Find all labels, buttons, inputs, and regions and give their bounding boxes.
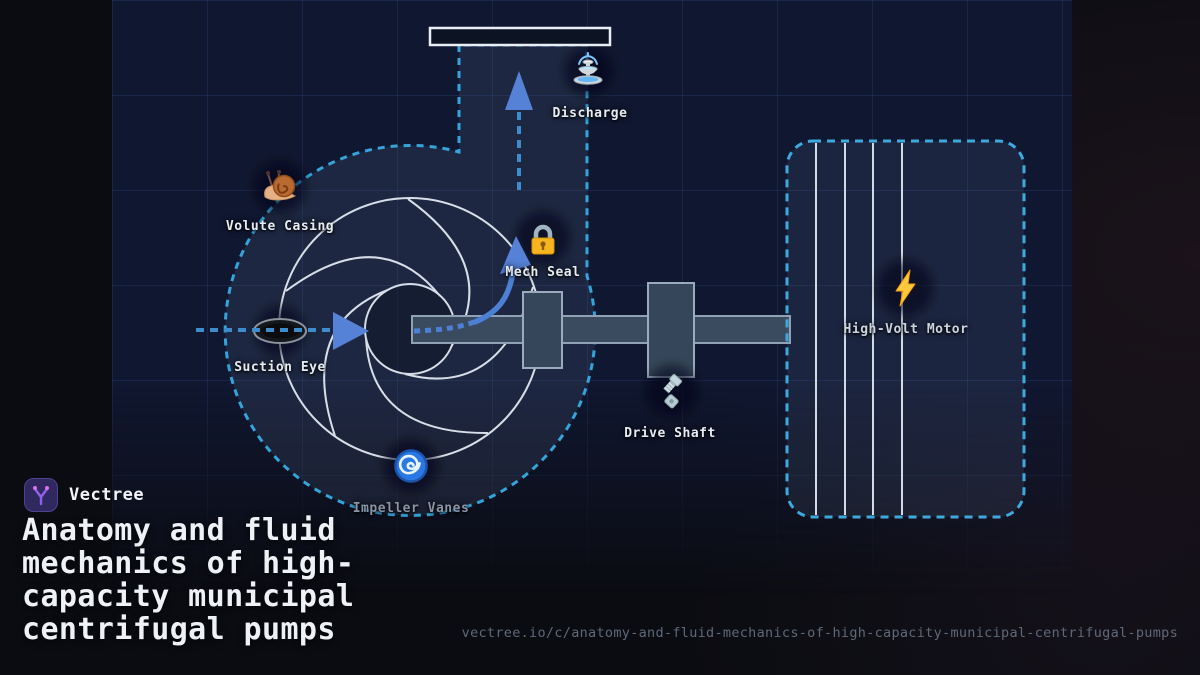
bearing-block [522,291,563,369]
label-volute-casing: Volute Casing [225,219,335,234]
title-line: centrifugal pumps [22,612,336,647]
impeller-vane [285,256,441,297]
label-suction-eye: Suction Eye [234,360,326,375]
suction-arrowhead [333,312,369,350]
title-line: capacity municipal [22,579,355,614]
drive-shaft-bar [411,315,791,344]
lock-icon [531,224,555,255]
motor-housing [785,139,1026,519]
seal-flow-dash [413,317,481,334]
discharge-arrowhead [505,71,533,110]
fountain-icon [573,52,603,85]
seal-flow-curve [472,269,516,325]
title-line: Anatomy and fluid [22,513,336,548]
motor-windings [815,143,903,515]
page-title: Anatomy and fluid mechanics of high- cap… [22,514,354,646]
casing-outline [223,43,597,517]
brand-name: Vectree [69,485,145,505]
nut-and-bolt-icon [663,374,682,409]
flow-arrows [196,71,533,350]
impeller-vane [323,289,388,437]
label-discharge: Discharge [552,106,628,121]
high-voltage-icon [895,269,916,307]
seal-arrowhead [500,236,531,274]
title-line: mechanics of high- [22,546,355,581]
label-high-volt-motor: High-Volt Motor [843,322,969,337]
snail-icon [264,170,297,201]
impeller-vane [365,337,489,435]
discharge-flange [428,26,612,47]
vectree-logo-icon [24,478,58,512]
label-impeller-vanes: Impeller Vanes [352,501,470,516]
cyclone-icon [394,449,428,483]
label-mech-seal: Mech Seal [505,265,581,280]
bearing-block [647,282,695,378]
volute-casing-body [225,45,596,516]
brand-row: Vectree [24,478,144,512]
label-drive-shaft: Drive Shaft [624,426,716,441]
page-url: vectree.io/c/anatomy-and-fluid-mechanics… [461,625,1178,641]
